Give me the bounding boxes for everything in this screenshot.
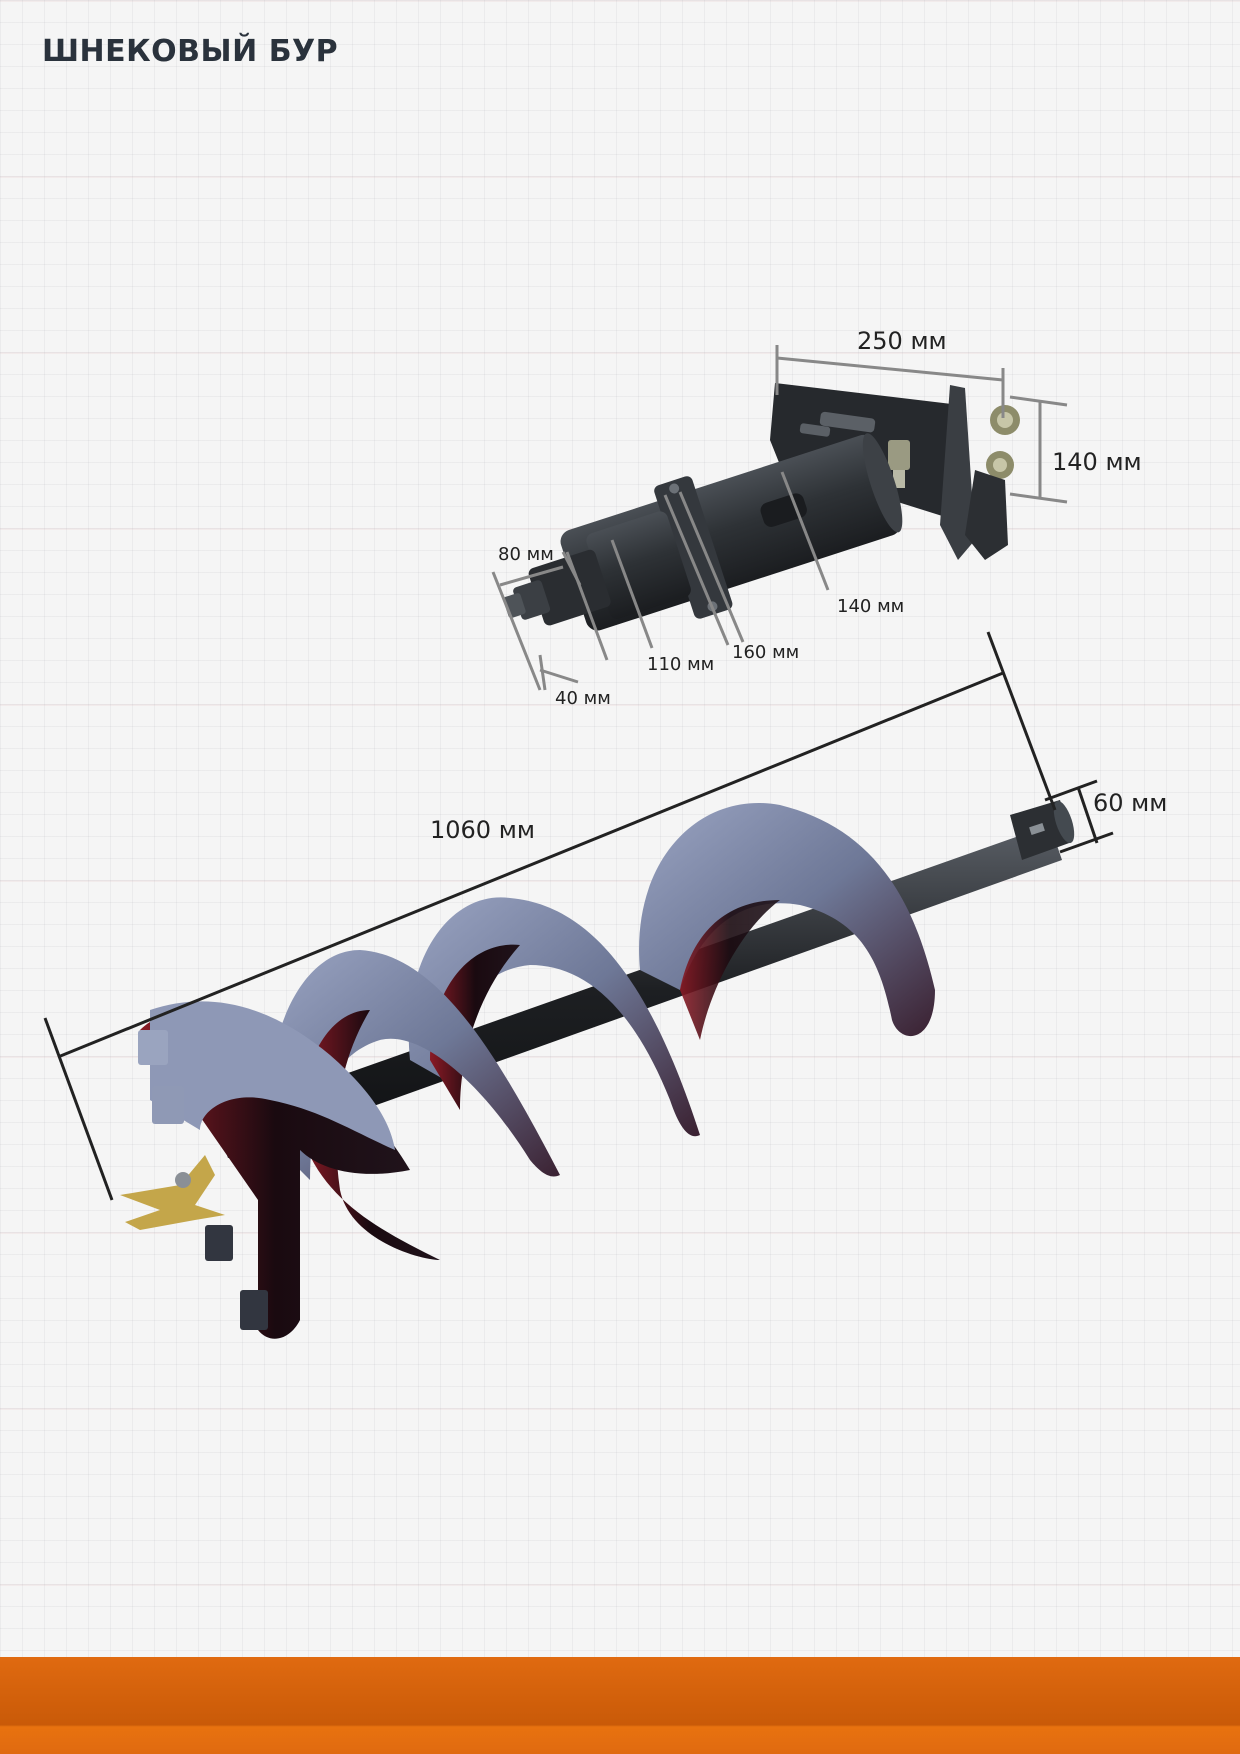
dim-shaft-diameter: 80 мм bbox=[498, 544, 554, 565]
dim-plate-height: 140 мм bbox=[1052, 448, 1142, 476]
cutter-tooth bbox=[205, 1225, 233, 1261]
dim-flange-diameter: 160 мм bbox=[732, 642, 799, 663]
cutter-tooth bbox=[152, 1086, 184, 1124]
dim-auger-length: 1060 мм bbox=[430, 816, 535, 844]
mounting-bracket bbox=[940, 385, 975, 560]
dim-shaft-end: 40 мм bbox=[555, 688, 611, 709]
flange bbox=[654, 476, 733, 619]
pilot-bit bbox=[120, 1155, 225, 1230]
cutting-head bbox=[120, 1001, 410, 1339]
footer-accent-band bbox=[0, 1657, 1240, 1754]
auger-flight bbox=[639, 802, 935, 1040]
drive-unit-image bbox=[503, 383, 1020, 631]
dim-plate-width: 250 мм bbox=[857, 327, 947, 355]
drive-dimension-lines bbox=[491, 345, 1068, 691]
dim-body-diameter: 140 мм bbox=[837, 596, 904, 617]
dim-neck-diameter: 110 мм bbox=[647, 654, 714, 675]
page-title: ШНЕКОВЫЙ БУР bbox=[42, 34, 339, 69]
auger-dimension-lines bbox=[43, 631, 1114, 1201]
cutter-tooth bbox=[240, 1290, 268, 1330]
bolt-icon bbox=[888, 405, 1020, 488]
dim-auger-shaft: 60 мм bbox=[1093, 789, 1167, 817]
auger-flight bbox=[408, 897, 700, 1137]
auger-image bbox=[120, 800, 1075, 1339]
cutter-tooth bbox=[138, 1030, 168, 1065]
